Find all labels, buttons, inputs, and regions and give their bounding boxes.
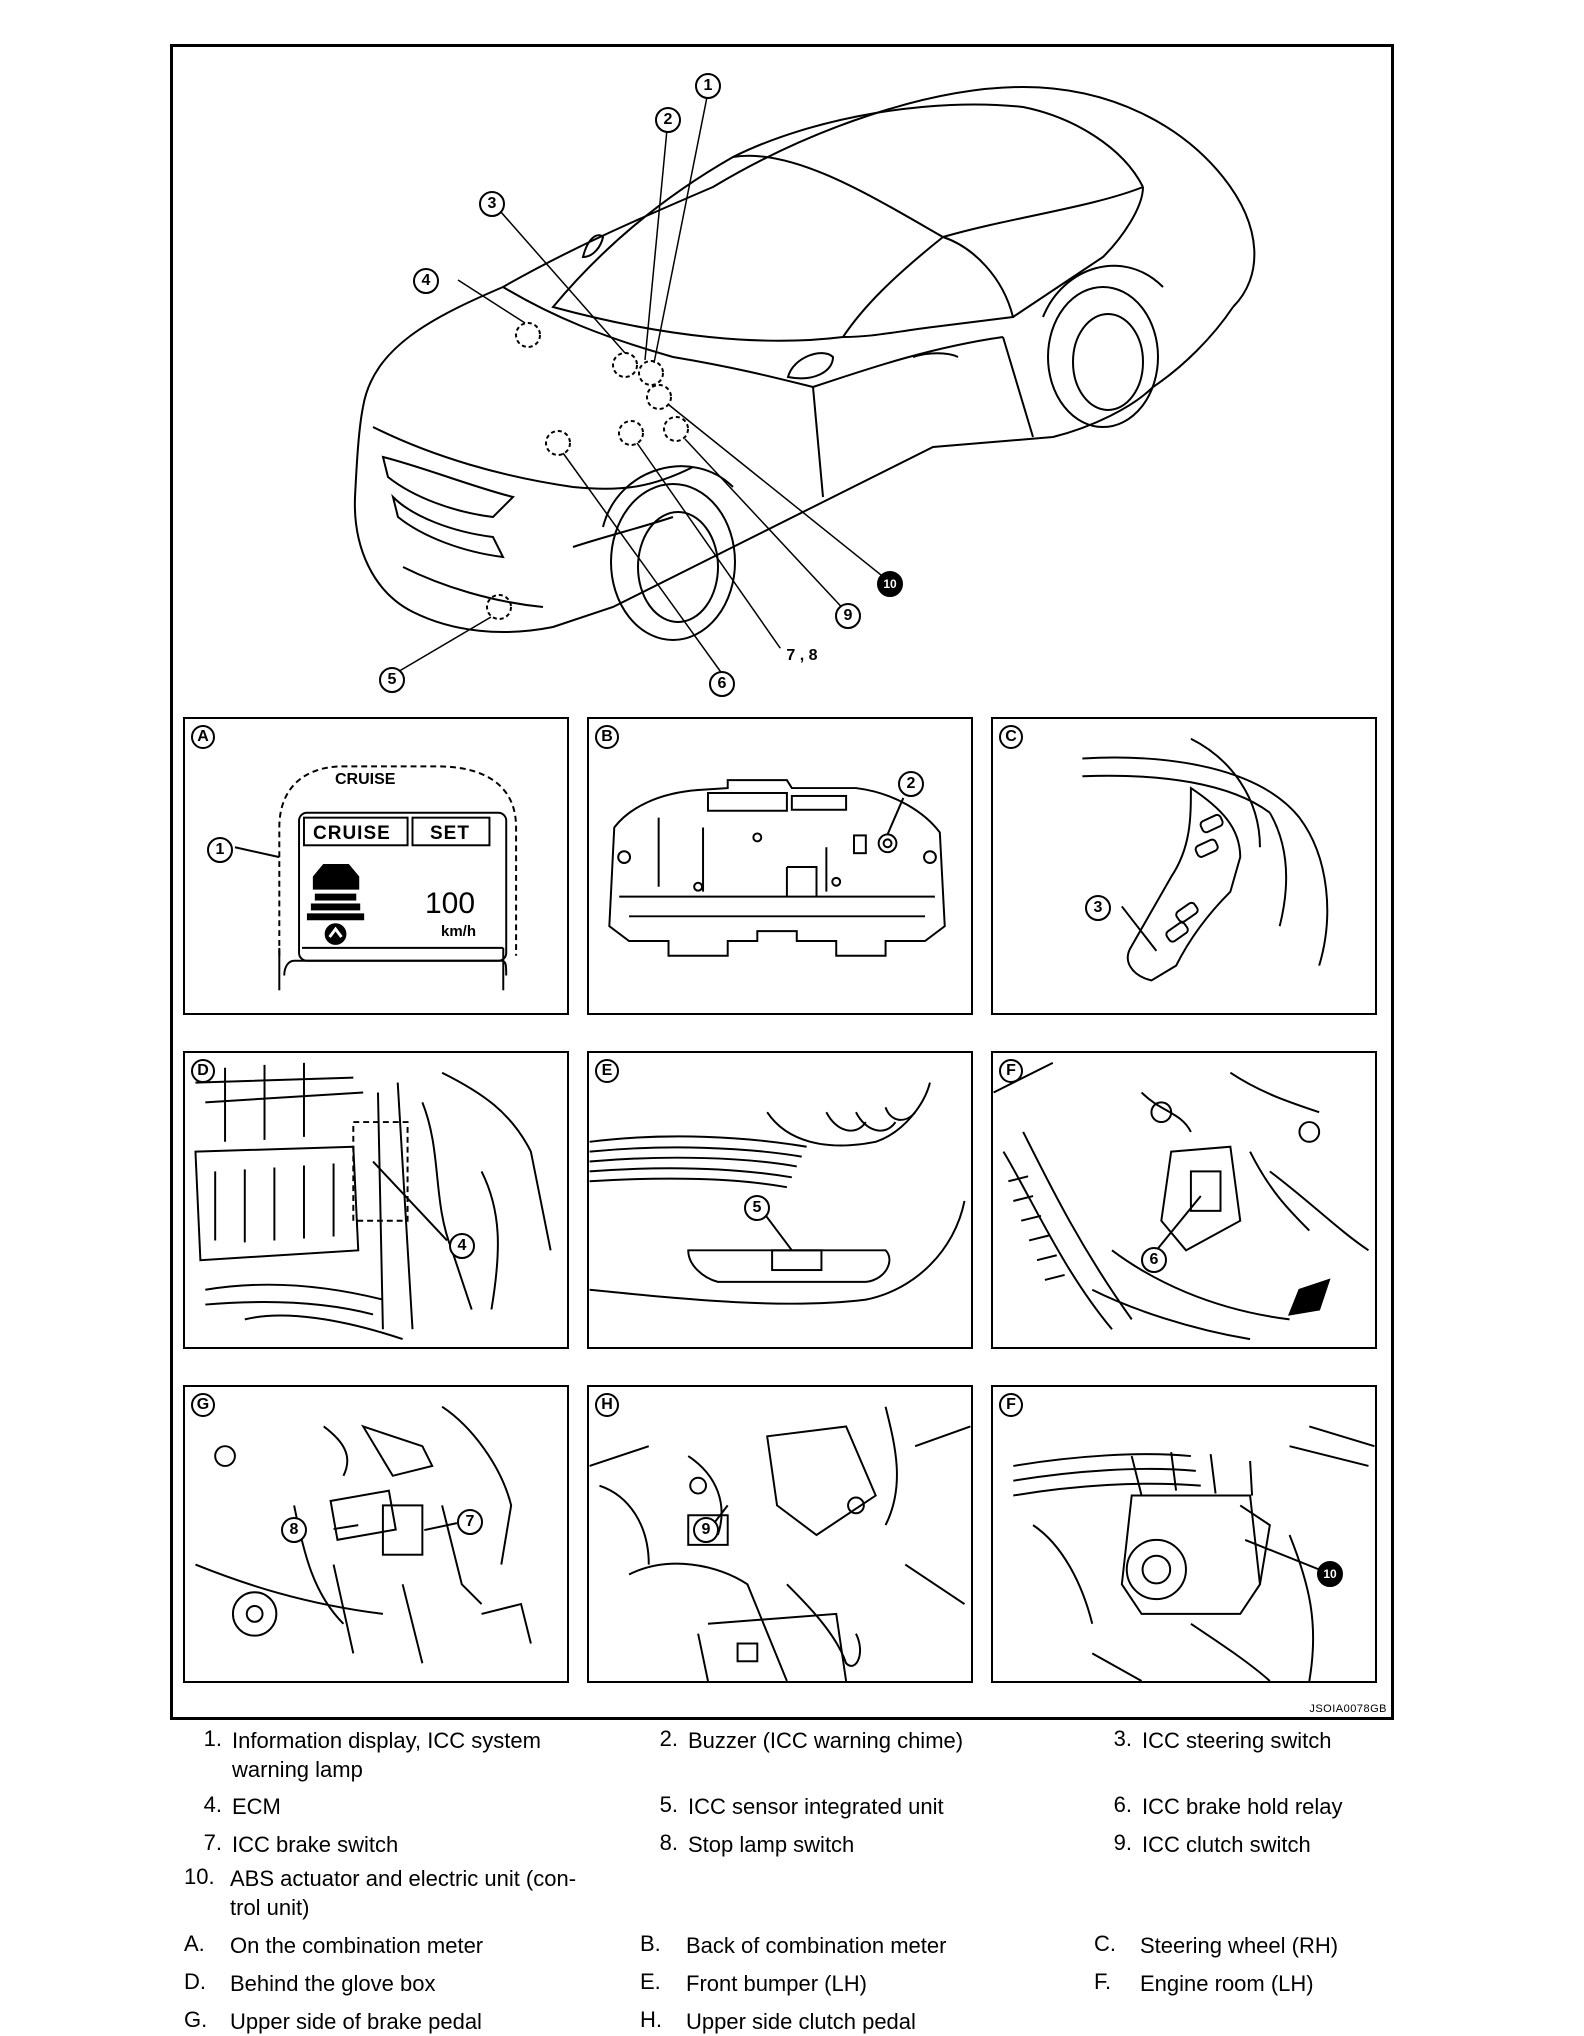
legend-text: Buzzer (ICC warning chime) [688, 1728, 964, 1753]
legend-text: ICC steering switch [1142, 1728, 1332, 1753]
legend-text-cont: trol unit) [230, 1895, 310, 1920]
legend-num: 2. [659, 1726, 678, 1751]
cruise-indicator: CRUISE [313, 823, 391, 844]
panel-c-callout-3: 3 [1085, 895, 1111, 921]
legend-num: 6. [1113, 1792, 1132, 1817]
legend-text: ECM [232, 1794, 281, 1819]
panel-e-callout-5: 5 [744, 1195, 770, 1221]
legend-num: D. [184, 1969, 206, 1994]
panel-b-callout-2: 2 [898, 771, 924, 797]
legend-num: 3. [1113, 1726, 1132, 1751]
legend-num: 10. [184, 1864, 215, 1889]
legend-item-1: 1. Information display, ICC system warni… [176, 1726, 541, 1784]
legend-item-9: 9. ICC clutch switch [1086, 1830, 1311, 1859]
panel-h-letter: H [595, 1393, 619, 1417]
legend-num: C. [1094, 1931, 1116, 1956]
legend-text: Stop lamp switch [688, 1832, 855, 1857]
legend-item-8: 8. Stop lamp switch [632, 1830, 855, 1859]
panel-a-combination-meter: A 1 CRUISE CRUISE SET 100 km/h [183, 717, 569, 1015]
legend-item-b: B. Back of combination meter [632, 1931, 946, 1960]
legend-item-d: D. Behind the glove box [176, 1969, 436, 1998]
callout-6: 6 [709, 671, 735, 697]
legend-num: B. [640, 1931, 661, 1956]
panel-f2-callout-10: 10 [1317, 1561, 1343, 1587]
panel-g-callout-8: 8 [281, 1517, 307, 1543]
panel-h-callout-9: 9 [693, 1517, 719, 1543]
panel-c-letter: C [999, 725, 1023, 749]
car-overview-drawing [353, 85, 1256, 676]
legend-num: 7. [203, 1830, 222, 1855]
panel-g-callout-7: 7 [457, 1509, 483, 1535]
panel-b-back-of-meter: B 2 [587, 717, 973, 1015]
panel-e-letter: E [595, 1059, 619, 1083]
legend-item-f: F. Engine room (LH) [1086, 1969, 1314, 1998]
callout-3: 3 [479, 191, 505, 217]
legend-item-e: E. Front bumper (LH) [632, 1969, 867, 1998]
legend-item-a: A. On the combination meter [176, 1931, 483, 1960]
panel-g-letter: G [191, 1393, 215, 1417]
legend-item-5: 5. ICC sensor integrated unit [632, 1792, 944, 1821]
legend-text: ICC clutch switch [1142, 1832, 1311, 1857]
legend-text: Back of combination meter [686, 1933, 947, 1958]
legend-num: E. [640, 1969, 661, 1994]
callout-9: 9 [835, 603, 861, 629]
set-speed-value: 100 [425, 887, 476, 920]
legend-text: Behind the glove box [230, 1971, 436, 1996]
callout-5: 5 [379, 667, 405, 693]
legend-num: 5. [659, 1792, 678, 1817]
legend-item-3: 3. ICC steering switch [1086, 1726, 1332, 1755]
panel-a-letter: A [191, 725, 215, 749]
set-indicator: SET [430, 823, 470, 844]
legend-item-7: 7. ICC brake switch [176, 1830, 399, 1859]
panel-f2-letter: F [999, 1393, 1023, 1417]
legend-item-4: 4. ECM [176, 1792, 281, 1821]
panel-f-callout-6: 6 [1141, 1247, 1167, 1273]
legend-text: On the combination meter [230, 1933, 484, 1958]
legend-text: Information display, ICC system [232, 1728, 541, 1753]
panel-b-letter: B [595, 725, 619, 749]
legend-num: A. [184, 1931, 205, 1956]
legend-text: ABS actuator and electric unit (con- [230, 1866, 577, 1891]
callout-2: 2 [655, 107, 681, 133]
legend-num: 4. [203, 1792, 222, 1817]
legend: 1. Information display, ICC system warni… [176, 1726, 1416, 2034]
legend-num: 9. [1113, 1830, 1132, 1855]
legend-text: ICC sensor integrated unit [688, 1794, 944, 1819]
cruise-label-top: CRUISE [335, 771, 396, 788]
panel-h-clutch-pedal: H 9 [587, 1385, 973, 1683]
figure-frame: 1 2 3 4 5 6 7 , 8 9 10 A 1 CRUISE CRUIS [170, 44, 1394, 1720]
callout-7-8: 7 , 8 [769, 645, 835, 671]
legend-num: 8. [659, 1830, 678, 1855]
legend-text: Steering wheel (RH) [1140, 1933, 1339, 1958]
panel-e-front-bumper: E 5 [587, 1051, 973, 1349]
legend-text: ICC brake hold relay [1142, 1794, 1343, 1819]
callout-1: 1 [695, 73, 721, 99]
callout-4: 4 [413, 268, 439, 294]
panel-f-abs-actuator: F 10 [991, 1385, 1377, 1683]
panel-a-callout-1: 1 [207, 837, 233, 863]
legend-text: Engine room (LH) [1140, 1971, 1314, 1996]
panel-c-steering-wheel: C 3 [991, 717, 1377, 1015]
panel-g-brake-pedal: G 8 7 [183, 1385, 569, 1683]
legend-num: F. [1094, 1969, 1112, 1994]
legend-text-cont: warning lamp [232, 1757, 363, 1782]
figure-id: JSOIA0078GB [1309, 1703, 1387, 1715]
panel-d-letter: D [191, 1059, 215, 1083]
callout-10: 10 [877, 571, 903, 597]
legend-item-10: 10. ABS actuator and electric unit (con-… [176, 1864, 576, 1922]
panel-f-letter: F [999, 1059, 1023, 1083]
legend-text: ICC brake switch [232, 1832, 399, 1857]
panel-d-callout-4: 4 [449, 1233, 475, 1259]
legend-item-c: C. Steering wheel (RH) [1086, 1931, 1338, 1960]
legend-text: Front bumper (LH) [686, 1971, 867, 1996]
legend-item-2: 2. Buzzer (ICC warning chime) [632, 1726, 963, 1755]
panel-f-engine-room: F 6 [991, 1051, 1377, 1349]
speed-unit: km/h [441, 923, 477, 940]
legend-num: 1. [203, 1726, 222, 1751]
panel-d-behind-glove-box: D 4 [183, 1051, 569, 1349]
legend-item-6: 6. ICC brake hold relay [1086, 1792, 1343, 1821]
